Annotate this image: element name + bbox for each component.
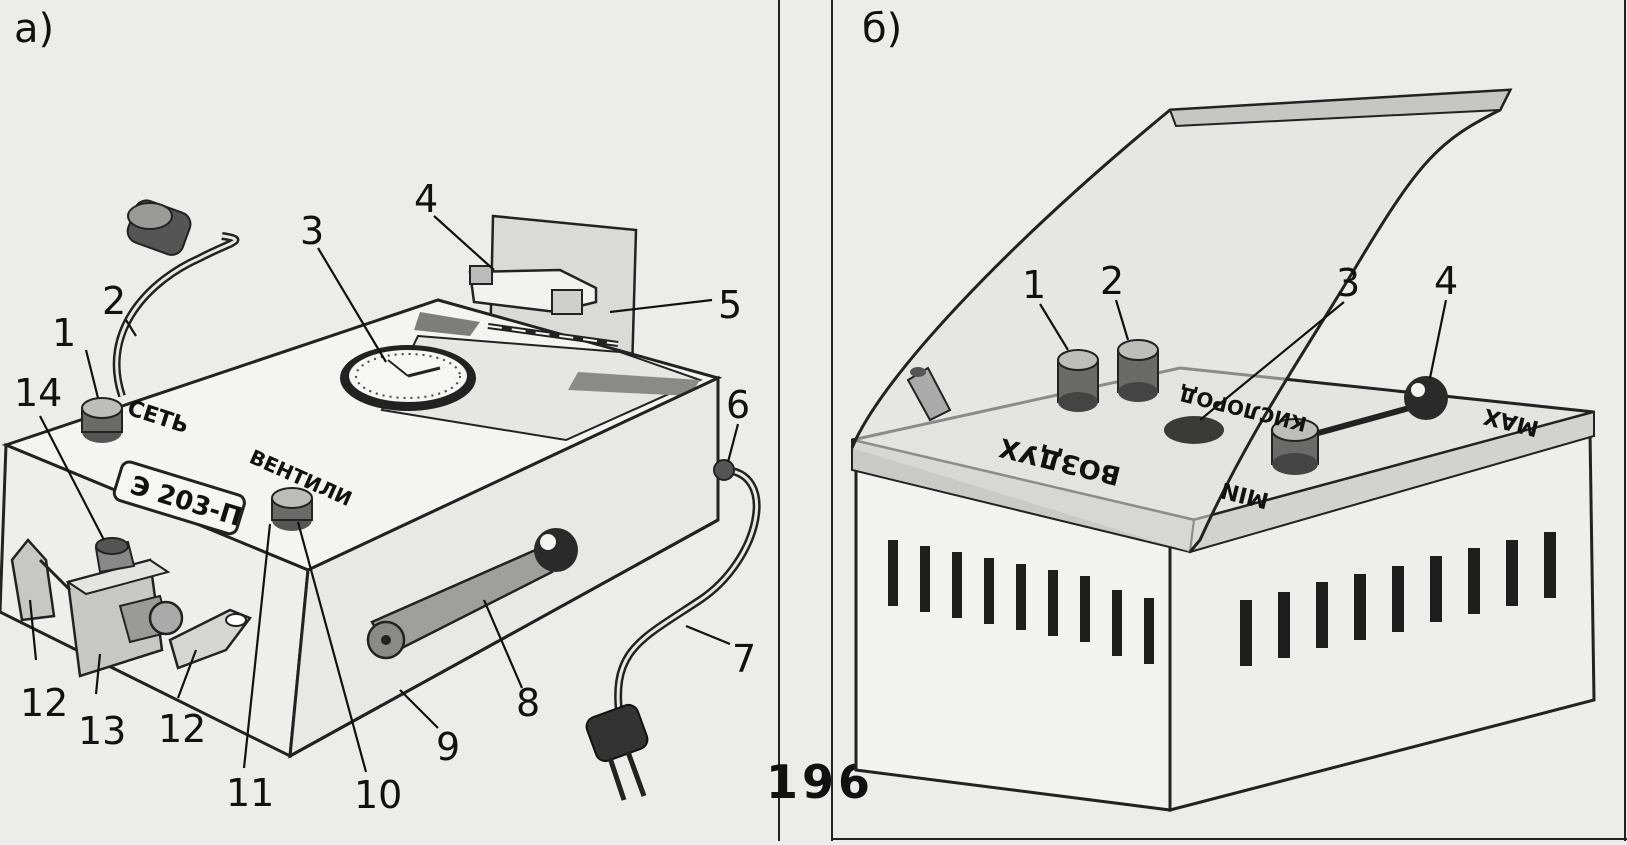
callout-13: 13 xyxy=(78,709,126,753)
leader-6 xyxy=(726,423,740,463)
callout-12a: 12 xyxy=(20,681,68,725)
callout-3: 3 xyxy=(300,209,324,253)
callout-6: 6 xyxy=(726,383,750,427)
leader-b1 xyxy=(1039,303,1069,351)
callout-4: 4 xyxy=(414,177,438,221)
hinge-shadow xyxy=(414,312,480,336)
leader-8 xyxy=(482,599,524,689)
leader-5 xyxy=(609,298,713,314)
indicator-window xyxy=(1164,416,1224,444)
leader-11 xyxy=(242,523,272,769)
callout-7: 7 xyxy=(732,637,756,681)
bottom-edge xyxy=(289,518,719,758)
transparent-cover xyxy=(850,88,1513,553)
page-number: 196 xyxy=(766,755,874,809)
callout-2: 2 xyxy=(102,279,126,323)
clip-left xyxy=(10,538,72,622)
mains-cord xyxy=(585,459,761,801)
sensor-cable xyxy=(112,199,240,398)
clip-right xyxy=(168,608,252,670)
lever-handle xyxy=(366,528,578,660)
clamp xyxy=(468,265,598,315)
vent-slots-left xyxy=(888,540,1154,664)
panel-b: б) xyxy=(850,6,1596,812)
gas-inlet xyxy=(906,366,952,422)
clock-gauge xyxy=(340,345,476,411)
leader-12b xyxy=(176,649,198,699)
oxygen-knob xyxy=(1117,339,1159,402)
network-knob xyxy=(81,397,123,443)
callout-14: 14 xyxy=(14,371,62,415)
panel-b-label: б) xyxy=(862,6,902,52)
callout-12b: 12 xyxy=(158,707,206,751)
callout-9: 9 xyxy=(436,725,460,769)
leader-1 xyxy=(84,349,100,399)
leader-13 xyxy=(94,653,102,695)
leader-b4 xyxy=(1428,299,1448,379)
hinge xyxy=(487,323,619,347)
leader-2 xyxy=(125,319,137,337)
air-knob xyxy=(1057,349,1099,412)
panel-a-label: а) xyxy=(14,6,54,52)
callout-b1: 1 xyxy=(1022,263,1046,307)
leader-b3 xyxy=(1199,301,1345,421)
fitting-block xyxy=(65,537,184,678)
callout-8: 8 xyxy=(516,681,540,725)
regulator-knob xyxy=(1271,376,1448,475)
callout-5: 5 xyxy=(718,283,742,327)
cover-top-edge xyxy=(1168,88,1512,128)
leader-7 xyxy=(685,624,731,646)
leader-9 xyxy=(399,689,439,729)
callout-b2: 2 xyxy=(1100,259,1124,303)
callout-11: 11 xyxy=(226,771,274,815)
callout-1: 1 xyxy=(52,311,76,355)
callout-b3: 3 xyxy=(1336,261,1360,305)
leader-10 xyxy=(296,521,368,773)
leader-b2 xyxy=(1114,299,1130,341)
leader-3 xyxy=(317,247,387,363)
panel-a: а) xyxy=(0,6,761,817)
vent-slots-right xyxy=(1240,532,1556,666)
leader-14 xyxy=(39,415,105,541)
callout-10: 10 xyxy=(354,773,402,817)
tray-shadow xyxy=(568,372,700,396)
valve-knob xyxy=(271,487,313,531)
leader-12a xyxy=(28,599,38,661)
leader-4 xyxy=(433,215,495,271)
callout-b4: 4 xyxy=(1434,259,1458,303)
